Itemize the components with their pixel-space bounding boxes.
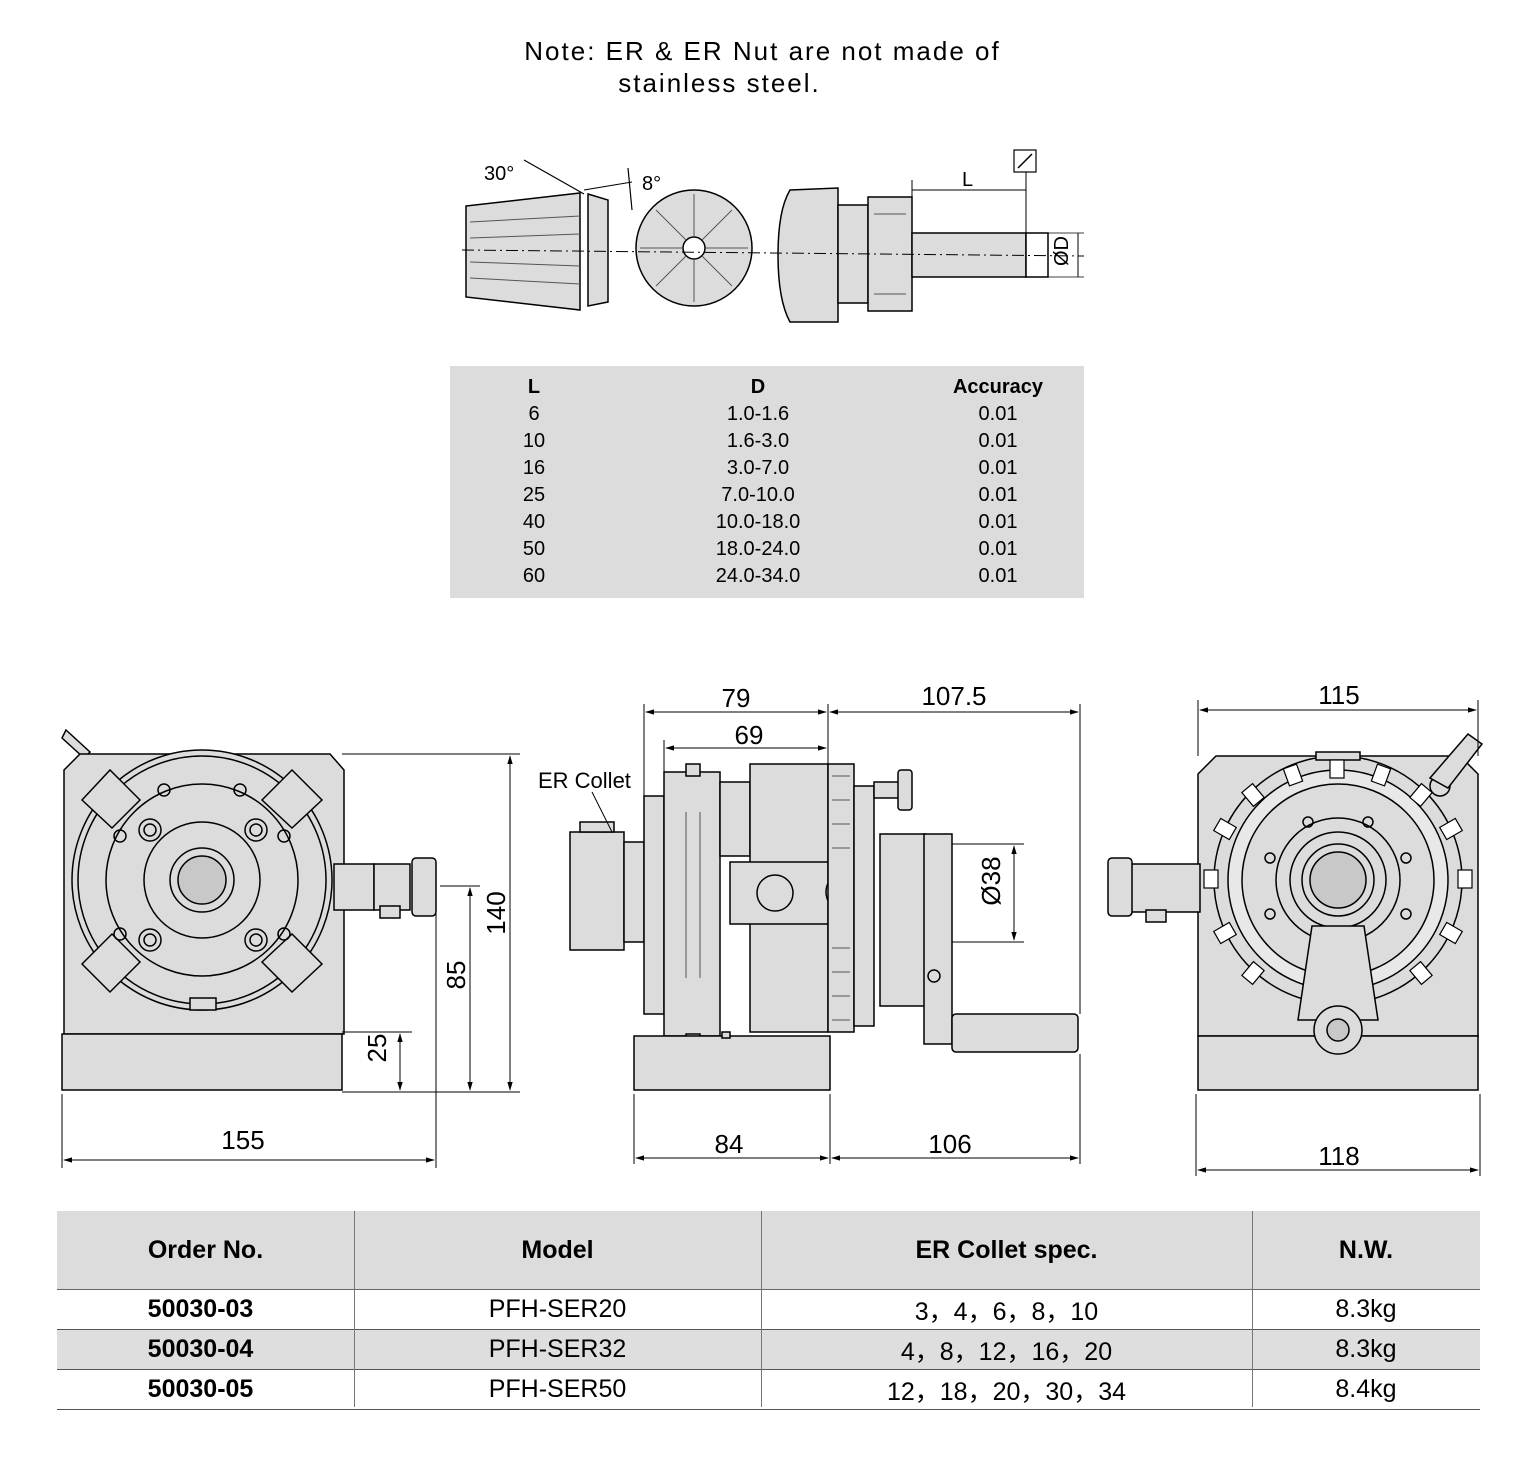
cell-accuracy: 0.01 — [978, 457, 1018, 479]
dim-69: 69 — [735, 720, 764, 750]
cell-l: 6 — [528, 403, 540, 425]
cell-accuracy: 0.01 — [978, 430, 1018, 452]
rear-view-drawing — [1107, 732, 1484, 1091]
cell-accuracy: 0.01 — [978, 403, 1018, 425]
accuracy-row: 16 3.0-7.0 0.01 — [450, 457, 1084, 484]
accuracy-row: 6 1.0-1.6 0.01 — [450, 403, 1084, 430]
dim-106: 106 — [928, 1129, 971, 1159]
spec-row: 50030-04 PFH-SER32 4，8，12，16，20 8.3kg — [57, 1330, 1480, 1370]
header-order-no: Order No. — [147, 1235, 264, 1264]
cell-l: 60 — [522, 565, 546, 587]
accuracy-table: L D Accuracy 6 1.0-1.6 0.01 10 1.6-3.0 0… — [450, 366, 1084, 598]
dim-155: 155 — [221, 1125, 264, 1155]
spec-header-row: Order No. Model ER Collet spec. N.W. — [57, 1211, 1480, 1290]
model: PFH-SER20 — [488, 1295, 627, 1323]
column-divider — [761, 1211, 762, 1407]
cell-l: 16 — [522, 457, 546, 479]
er-collet-spec: 4，8，12，16，20 — [900, 1337, 1113, 1366]
cell-d: 10.0-18.0 — [715, 511, 801, 533]
cell-d: 24.0-34.0 — [715, 565, 801, 587]
accuracy-row: 50 18.0-24.0 0.01 — [450, 538, 1084, 565]
front-view-drawing — [61, 728, 437, 1091]
cell-accuracy: 0.01 — [978, 511, 1018, 533]
er-collet-label: ER Collet — [538, 768, 631, 793]
angle-8-label: 8° — [642, 173, 661, 195]
dim-38: Ø38 — [976, 856, 1006, 905]
cell-d: 1.6-3.0 — [726, 430, 790, 452]
l-label: L — [962, 169, 973, 191]
order-no: 50030-03 — [147, 1295, 254, 1323]
er-collet-spec: 12，18，20，30，34 — [886, 1377, 1127, 1406]
dim-25: 25 — [362, 1034, 392, 1063]
note-line-2: stainless steel. — [618, 68, 821, 98]
header-accuracy: Accuracy — [952, 376, 1044, 398]
header-model: Model — [521, 1235, 594, 1264]
angle-30-label: 30° — [484, 163, 514, 185]
column-divider — [354, 1211, 355, 1407]
header-l: L — [527, 376, 541, 398]
note-line-1: Note: ER & ER Nut are not made of — [524, 36, 1001, 66]
cell-d: 1.0-1.6 — [726, 403, 790, 425]
dim-85: 85 — [441, 961, 471, 990]
cell-l: 25 — [522, 484, 546, 506]
accuracy-row: 60 24.0-34.0 0.01 — [450, 565, 1084, 592]
cell-l: 40 — [522, 511, 546, 533]
order-no: 50030-04 — [147, 1335, 254, 1363]
cell-accuracy: 0.01 — [978, 565, 1018, 587]
dim-107-5: 107.5 — [921, 681, 986, 711]
nw: 8.3kg — [1335, 1295, 1397, 1323]
nw: 8.4kg — [1335, 1375, 1397, 1403]
cell-accuracy: 0.01 — [978, 538, 1018, 560]
cell-d: 18.0-24.0 — [715, 538, 801, 560]
dim-79: 79 — [722, 683, 751, 713]
cell-accuracy: 0.01 — [978, 484, 1018, 506]
header-d: D — [750, 376, 766, 398]
nw: 8.3kg — [1335, 1335, 1397, 1363]
header-nw: N.W. — [1338, 1235, 1394, 1264]
accuracy-row: 25 7.0-10.0 0.01 — [450, 484, 1084, 511]
cell-l: 10 — [522, 430, 546, 452]
spec-row: 50030-05 PFH-SER50 12，18，20，30，34 8.4kg — [57, 1370, 1480, 1410]
accuracy-row: 40 10.0-18.0 0.01 — [450, 511, 1084, 538]
technical-drawings: 140 85 25 155 — [61, 680, 1484, 1176]
er-collet-spec: 3，4，6，8，10 — [914, 1297, 1099, 1326]
dim-140: 140 — [481, 891, 511, 934]
column-divider — [1252, 1211, 1253, 1407]
cell-d: 3.0-7.0 — [726, 457, 790, 479]
d-label: ØD — [1051, 236, 1073, 266]
dim-84: 84 — [715, 1129, 744, 1159]
dim-118: 118 — [1318, 1141, 1359, 1171]
side-view-drawing — [569, 763, 1079, 1091]
dim-115: 115 — [1318, 680, 1359, 710]
accuracy-header-row: L D Accuracy — [450, 376, 1084, 403]
cell-l: 50 — [522, 538, 546, 560]
spec-row: 50030-03 PFH-SER20 3，4，6，8，10 8.3kg — [57, 1290, 1480, 1330]
model: PFH-SER32 — [488, 1335, 627, 1363]
order-no: 50030-05 — [147, 1375, 254, 1403]
collet-diagram: 30° 8° L ØD — [461, 149, 1085, 323]
cell-d: 7.0-10.0 — [721, 484, 795, 506]
accuracy-row: 10 1.6-3.0 0.01 — [450, 430, 1084, 457]
model: PFH-SER50 — [488, 1375, 627, 1403]
header-er-collet-spec: ER Collet spec. — [915, 1235, 1098, 1264]
